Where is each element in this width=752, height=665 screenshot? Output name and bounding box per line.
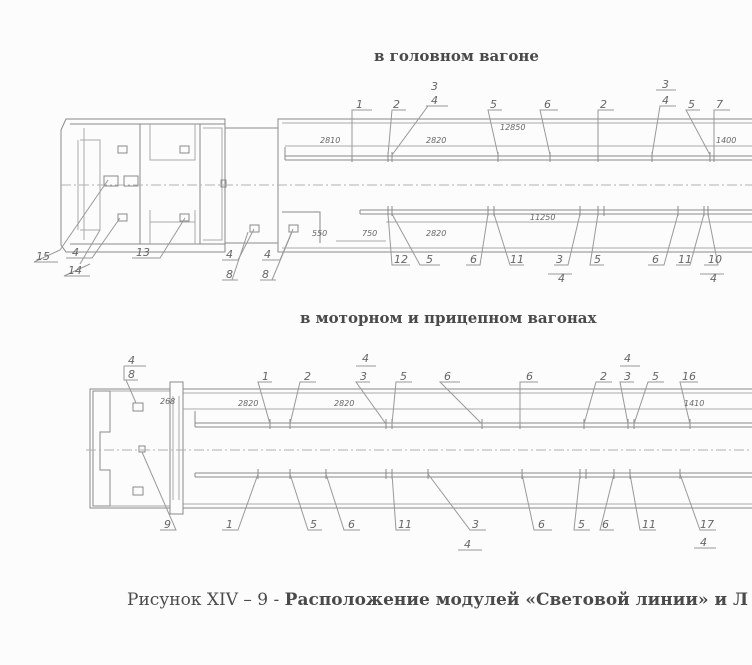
callout-m-6: 6 — [444, 370, 451, 383]
callout-m-6e: 6 — [602, 518, 609, 531]
motor-car-leaders-top — [123, 365, 698, 531]
dim-2820b: 2820 — [426, 229, 446, 238]
callout-m-3c: 3 — [472, 518, 479, 531]
callout-m-4: 4 — [128, 354, 135, 367]
dim-m-2820b: 2820 — [334, 399, 354, 408]
callout-m-4c: 4 — [624, 352, 631, 365]
callout-5: 5 — [490, 98, 497, 111]
callout-m-3: 3 — [360, 370, 367, 383]
callout-m-4e: 4 — [700, 536, 707, 549]
heading-motor-trailer-cars: в моторном и прицепном вагонах — [300, 309, 597, 327]
callout-m-6b: 6 — [526, 370, 533, 383]
dim-m-2820: 2820 — [238, 399, 258, 408]
callout-m-4d: 4 — [464, 538, 471, 551]
caption-title: Расположение модулей «Световой линии» и … — [284, 590, 749, 610]
callout-4c: 4 — [72, 246, 79, 259]
head-car-dimensions: 2810 2820 12850 1400 550 750 2820 11250 — [312, 123, 736, 238]
callout-6b: 6 — [470, 253, 477, 266]
callout-11: 11 — [510, 253, 524, 266]
callout-m-5d: 5 — [578, 518, 585, 531]
callout-m-11: 11 — [398, 518, 412, 531]
callout-4f: 4 — [558, 272, 565, 285]
dim-2820: 2820 — [426, 136, 446, 145]
heading-head-car: в головном вагоне — [374, 47, 539, 65]
callout-12: 12 — [394, 253, 408, 266]
callout-3: 3 — [431, 80, 438, 93]
figure-caption: Рисунок XIV – 9 - Расположение модулей «… — [127, 590, 748, 610]
callout-13: 13 — [136, 246, 150, 259]
head-car-leaders-top — [351, 89, 730, 156]
callout-m-1: 1 — [262, 370, 269, 383]
motor-car-body — [86, 381, 752, 515]
dim-750: 750 — [362, 229, 377, 238]
callout-m-2: 2 — [304, 370, 311, 383]
dim-1410: 1410 — [684, 399, 704, 408]
callout-3b: 3 — [662, 78, 669, 91]
callout-m-5: 5 — [400, 370, 407, 383]
callout-7: 7 — [716, 98, 723, 111]
dim-550: 550 — [312, 229, 327, 238]
callout-8b: 8 — [262, 268, 269, 281]
caption-prefix: Рисунок XIV – 9 - — [127, 590, 280, 610]
callout-1: 1 — [356, 98, 363, 111]
callout-m-2b: 2 — [600, 370, 607, 383]
callout-4: 4 — [431, 94, 438, 107]
callout-4e: 4 — [264, 248, 271, 261]
dim-12850: 12850 — [500, 123, 525, 132]
callout-3c: 3 — [556, 253, 563, 266]
callout-m-9: 9 — [164, 518, 171, 531]
callout-m-4b: 4 — [362, 352, 369, 365]
motor-car-leaders-bottom — [222, 473, 716, 551]
callout-14: 14 — [68, 264, 82, 277]
callout-2b: 2 — [600, 98, 607, 111]
head-car-leaders-bottom — [33, 179, 724, 281]
dim-268: 268 — [160, 397, 175, 406]
callout-4g: 4 — [710, 272, 717, 285]
callout-m-16: 16 — [682, 370, 696, 383]
head-car-body — [60, 118, 752, 253]
callout-15: 15 — [36, 250, 50, 263]
callout-m-1b: 1 — [226, 518, 233, 531]
callout-6: 6 — [544, 98, 551, 111]
callout-m-8: 8 — [128, 368, 135, 381]
callout-6c: 6 — [652, 253, 659, 266]
callout-5d: 5 — [594, 253, 601, 266]
dim-2810: 2810 — [320, 136, 340, 145]
motor-car-callout-labels: 4 8 4 1 2 3 5 6 6 2 4 3 5 16 9 1 5 6 11 … — [128, 352, 714, 551]
callout-8: 8 — [226, 268, 233, 281]
callout-m-17: 17 — [700, 518, 714, 531]
callout-5b: 5 — [688, 98, 695, 111]
callout-4d: 4 — [226, 248, 233, 261]
callout-10: 10 — [708, 253, 722, 266]
callout-m-5b: 5 — [652, 370, 659, 383]
callout-4b: 4 — [662, 94, 669, 107]
dim-1400: 1400 — [716, 136, 736, 145]
callout-2: 2 — [393, 98, 400, 111]
callout-m-5c: 5 — [310, 518, 317, 531]
motor-car-dimensions: 268 2820 2820 1410 — [160, 397, 704, 408]
callout-5c: 5 — [426, 253, 433, 266]
head-car-callout-labels: 1 2 3 4 5 6 2 3 4 5 7 15 4 14 13 4 8 4 8… — [36, 78, 723, 285]
callout-m-6d: 6 — [538, 518, 545, 531]
callout-11b: 11 — [678, 253, 692, 266]
callout-m-6c: 6 — [348, 518, 355, 531]
dim-11250: 11250 — [530, 213, 555, 222]
callout-m-3b: 3 — [624, 370, 631, 383]
callout-m-11b: 11 — [642, 518, 656, 531]
